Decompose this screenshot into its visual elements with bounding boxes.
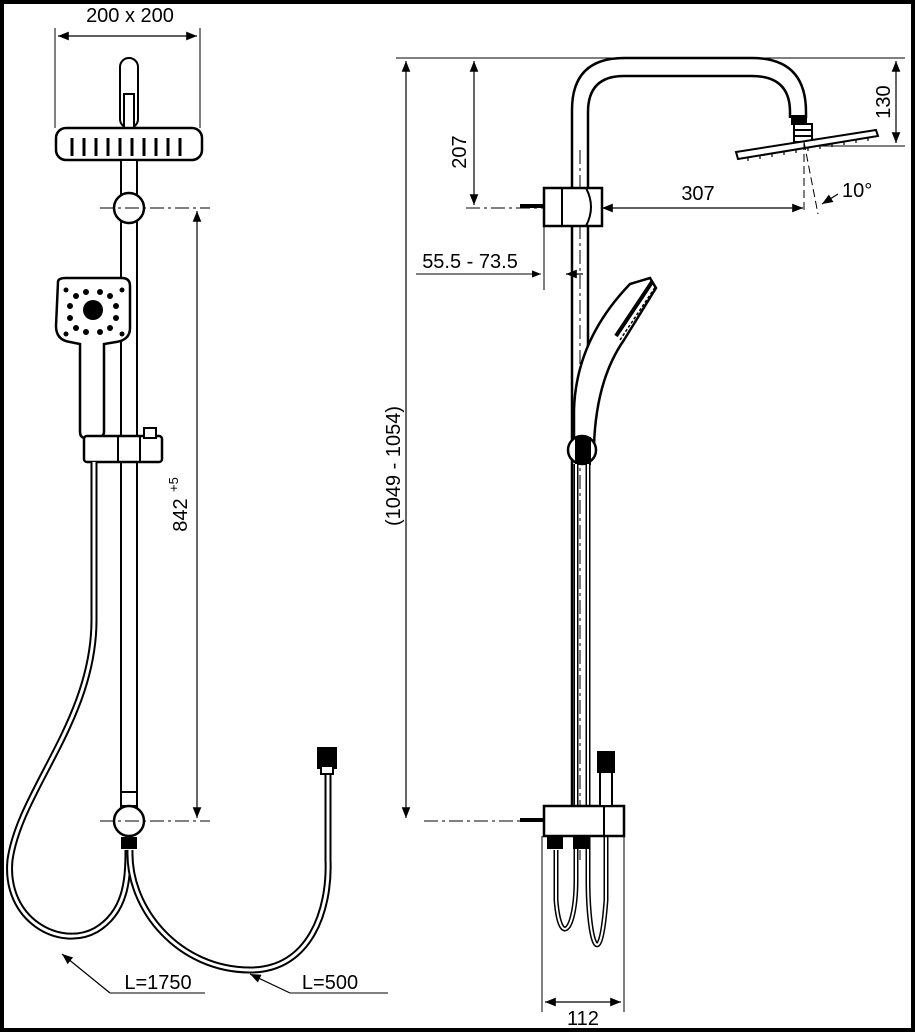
bracket-drop-label: 207 [449,135,471,168]
shower-rail [120,159,138,809]
head-size-label: 200 x 200 [86,5,174,27]
overall-height-label: (1049 - 1054) [383,406,405,526]
head-drop-label: 130 [873,85,895,118]
tilt-angle-label: 10° [842,180,872,202]
rail-spacing-tolerance: +5 [166,477,181,492]
mixer-body-side [542,804,626,838]
hose-short-outer [126,772,332,974]
wall-offset-label: 55.5 - 73.5 [422,251,518,273]
slide-holder [82,434,164,464]
hose-short-label: L=500 [302,972,358,994]
side-view [396,56,905,1012]
hose-long-label: L=1750 [124,972,191,994]
tilted-head-side [734,128,880,161]
head-nozzles [70,138,182,156]
hand-shower-face [63,287,125,337]
technical-drawing: 200 x 200 842 +5 (1049 - 1054) 207 130 3… [6,5,905,1028]
front-view [6,28,388,994]
rail-spacing-label: 842 [170,498,192,531]
hand-shower-side [572,276,658,448]
hose-long-outer [6,462,132,940]
upper-bracket-side [542,186,604,228]
hand-shower [54,276,132,440]
body-width-label: 112 [567,1008,599,1028]
arm-reach-label: 307 [681,183,714,205]
